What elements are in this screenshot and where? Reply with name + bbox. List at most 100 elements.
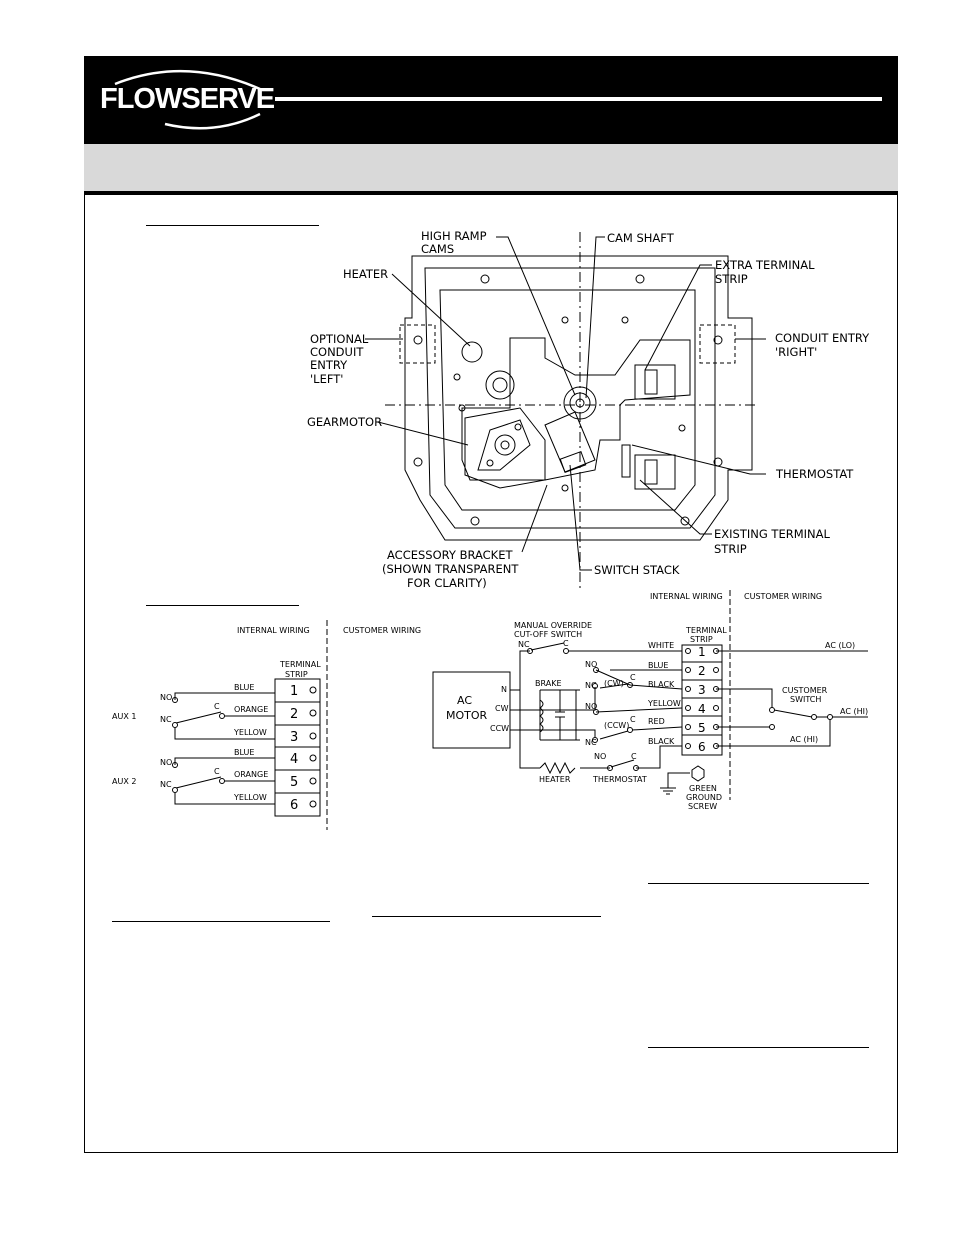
label-switch-stack: SWITCH STACK bbox=[594, 563, 680, 577]
cam-shaft-inner bbox=[569, 392, 591, 414]
manual-override-2: CUT-OFF SWITCH bbox=[514, 630, 582, 639]
aux-terminal-dividers bbox=[275, 701, 320, 794]
aux-wire-5: ORANGE bbox=[234, 770, 268, 779]
label-thermostat: THERMOSTAT bbox=[592, 775, 647, 784]
heater-resistor bbox=[539, 761, 576, 775]
aux-wire-4: BLUE bbox=[234, 748, 254, 757]
ac-hi-2: AC (HI) bbox=[790, 735, 818, 744]
extra-terminal-block bbox=[644, 369, 658, 395]
label-optional-1: OPTIONAL bbox=[310, 332, 369, 346]
brake-coil bbox=[539, 699, 544, 733]
switch-terminals bbox=[559, 451, 587, 473]
label-heater: HEATER bbox=[343, 267, 388, 281]
motor-wire-5: RED bbox=[648, 717, 665, 726]
gearmotor-shaft-core bbox=[500, 440, 510, 450]
override-c: C bbox=[563, 639, 569, 648]
aux-terminal-4: 4 bbox=[290, 752, 298, 767]
label-bracket-2: (SHOWN TRANSPARENT bbox=[382, 562, 519, 576]
cw-nc: NC bbox=[585, 681, 597, 690]
housing-cavity bbox=[439, 289, 696, 511]
override-nc: NC bbox=[518, 640, 530, 649]
leader-lines bbox=[365, 236, 766, 571]
ccw-no: NO bbox=[585, 702, 597, 711]
label-heater: HEATER bbox=[539, 775, 571, 784]
flowserve-logo: FLOWSERVE bbox=[100, 83, 275, 115]
aux2-nc: NC bbox=[160, 780, 172, 789]
aux-terminal-5: 5 bbox=[290, 775, 298, 790]
ground-label-2: GROUND bbox=[686, 793, 722, 802]
label-extra-terminal-1: EXTRA TERMINAL bbox=[715, 258, 815, 272]
accessory-plate bbox=[461, 337, 691, 481]
thermostat-c: C bbox=[631, 752, 637, 761]
ground-label-3: SCREW bbox=[688, 802, 717, 811]
motor-customer-wiring: CUSTOMER WIRING bbox=[744, 592, 822, 601]
aux1-nc: NC bbox=[160, 715, 172, 724]
aux1-c: C bbox=[214, 702, 220, 711]
aux-wire-1: BLUE bbox=[234, 683, 254, 692]
manual-override-1: MANUAL OVERRIDE bbox=[514, 621, 592, 630]
right-conduit-boss bbox=[699, 324, 736, 364]
switch-stack bbox=[544, 411, 596, 473]
motor-wire-4: YELLOW bbox=[647, 699, 681, 708]
aux2-label: AUX 2 bbox=[112, 777, 136, 786]
aux-terminal-2: 2 bbox=[290, 707, 298, 722]
ground-label-1: GREEN bbox=[689, 784, 717, 793]
section-rule-middle bbox=[372, 916, 601, 917]
ground-screw-icon bbox=[691, 765, 705, 782]
motor-terminal-strip-2: STRIP bbox=[690, 635, 713, 644]
aux-terminal-strip-2: STRIP bbox=[285, 670, 308, 679]
header-rule bbox=[275, 97, 882, 101]
label-optional-2: CONDUIT bbox=[310, 345, 364, 359]
aux-wire-2: ORANGE bbox=[234, 705, 268, 714]
aux1-wiring bbox=[172, 692, 275, 740]
housing-inner-flange bbox=[424, 267, 716, 529]
label-existing-terminal-1: EXISTING TERMINAL bbox=[714, 527, 830, 541]
aux-wire-6: YELLOW bbox=[233, 793, 267, 802]
label-brake: BRAKE bbox=[535, 679, 562, 688]
motor-terminal-strip bbox=[681, 644, 723, 756]
ac-lo: AC (LO) bbox=[825, 641, 855, 650]
cw-c: C bbox=[630, 673, 636, 682]
motor-wire-2: BLUE bbox=[648, 661, 668, 670]
ccw-c: C bbox=[630, 715, 636, 724]
aux1-no: NO bbox=[160, 693, 172, 702]
label-ccw: (CCW) bbox=[604, 721, 629, 730]
customer-switch-2: SWITCH bbox=[790, 695, 821, 704]
existing-terminal-block bbox=[644, 459, 658, 485]
label-optional-4: 'LEFT' bbox=[310, 372, 343, 386]
motor-terminal-6: 6 bbox=[698, 740, 706, 754]
section-rule-wiring bbox=[146, 605, 299, 606]
ccw-nc: NC bbox=[585, 738, 597, 747]
section-rule-left bbox=[112, 921, 330, 922]
housing-outline bbox=[404, 255, 753, 541]
gearmotor-screw bbox=[486, 459, 494, 467]
label-cw: (CW) bbox=[604, 679, 624, 688]
cam-shaft-core bbox=[575, 398, 585, 408]
motor-terminal-3: 3 bbox=[698, 683, 706, 697]
ac-motor-label-2: MOTOR bbox=[446, 709, 488, 722]
ground-wire bbox=[667, 772, 690, 788]
cw-no: NO bbox=[585, 660, 597, 669]
motor-terminal-1: 1 bbox=[698, 645, 706, 659]
customer-switch-1: CUSTOMER bbox=[782, 686, 828, 695]
thermostat-element bbox=[621, 444, 631, 478]
heater-element bbox=[461, 341, 483, 363]
aux-terminal-strip-1: TERMINAL bbox=[279, 660, 321, 669]
section-rule-layout bbox=[146, 225, 319, 226]
aux-terminal-screws bbox=[309, 686, 317, 808]
motor-wire-3: BLACK bbox=[648, 680, 675, 689]
motor-ccw: CCW bbox=[490, 724, 509, 733]
extra-terminal-strip bbox=[634, 364, 676, 400]
motor-terminal-5: 5 bbox=[698, 721, 706, 735]
label-cam-shaft: CAM SHAFT bbox=[607, 231, 675, 245]
gearmotor-body bbox=[464, 407, 546, 489]
cam-gear-hub bbox=[492, 377, 508, 393]
motor-wire-6: BLACK bbox=[648, 737, 675, 746]
label-gearmotor: GEARMOTOR bbox=[307, 415, 382, 429]
section-rule-right-1 bbox=[648, 883, 869, 884]
ac-hi-1: AC (HI) bbox=[840, 707, 868, 716]
ground-symbol-icon bbox=[660, 787, 676, 795]
